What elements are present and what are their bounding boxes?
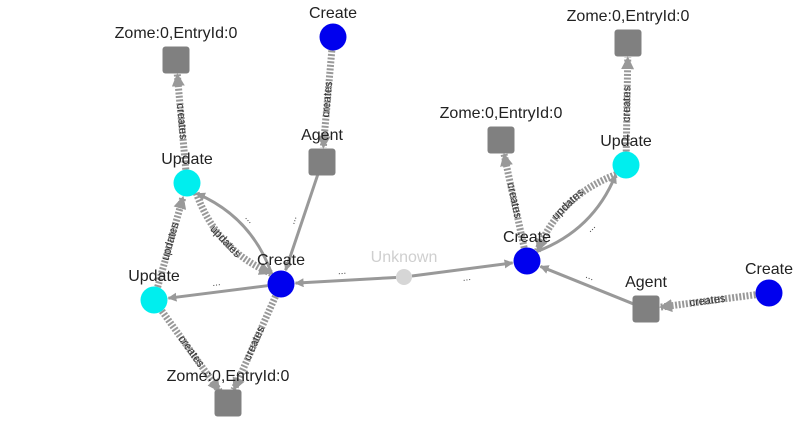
node-agent_right[interactable]: Agent xyxy=(625,274,667,323)
node-zome_top_left[interactable]: Zome:0,EntryId:0 xyxy=(115,25,238,74)
edge-line xyxy=(534,171,618,253)
node-zome_top_right[interactable]: Zome:0,EntryId:0 xyxy=(567,8,690,57)
edge-label: ... xyxy=(584,270,596,283)
edge-label: creates xyxy=(242,324,268,362)
edge-line xyxy=(294,275,397,288)
entry-square-icon xyxy=(487,126,515,154)
edge-line xyxy=(500,152,528,249)
node-update_upper[interactable]: Update xyxy=(161,151,213,197)
edge-label: ... xyxy=(584,221,598,235)
edge-line xyxy=(171,73,190,170)
update-circle-icon xyxy=(612,151,640,179)
node-update_lower[interactable]: Update xyxy=(128,268,180,314)
node-create_top[interactable]: Create xyxy=(309,5,357,51)
node-label: Unknown xyxy=(371,249,438,266)
edge-agent_left-to-create_left[interactable]: ... xyxy=(283,174,320,272)
edge-line xyxy=(154,195,187,288)
edge-label: updates xyxy=(207,223,243,260)
node-update_right[interactable]: Update xyxy=(600,133,652,179)
edges-layer: createscreates...updates...updates...cre… xyxy=(154,50,757,394)
edge-create_left-to-update_lower[interactable]: ... xyxy=(167,277,268,302)
edge-line xyxy=(230,294,279,392)
node-create_right[interactable]: Create xyxy=(503,229,551,275)
nodes-layer: CreateZome:0,EntryId:0AgentUpdateCreateU… xyxy=(115,5,793,417)
edge-unknown-to-create_left[interactable]: ... xyxy=(294,266,397,288)
edge-update_right-to-zome_top_right[interactable]: creates xyxy=(621,56,635,152)
edge-label: creates xyxy=(504,182,523,220)
edge-label: ... xyxy=(243,212,257,226)
node-label: Agent xyxy=(625,274,667,291)
node-label: Create xyxy=(503,229,551,246)
edge-line xyxy=(539,265,635,306)
node-unknown[interactable]: Unknown xyxy=(371,249,438,285)
entry-square-icon xyxy=(632,295,660,323)
node-label: Update xyxy=(128,268,180,285)
node-label: Create xyxy=(309,5,357,22)
edge-line xyxy=(536,174,617,254)
entry-square-icon xyxy=(614,29,642,57)
edge-label: updates xyxy=(159,221,181,262)
edge-label: creates xyxy=(176,333,207,370)
edge-line xyxy=(621,56,635,152)
edge-update_upper-to-zome_top_left[interactable]: creates xyxy=(171,73,190,170)
edge-label: ... xyxy=(338,266,347,277)
create-circle-icon xyxy=(755,279,783,307)
edge-line xyxy=(192,191,273,277)
edge-label: ... xyxy=(462,272,472,284)
edge-label: ... xyxy=(212,277,222,289)
update-circle-icon xyxy=(140,286,168,314)
node-label: Update xyxy=(161,151,213,168)
node-zome_bottom[interactable]: Zome:0,EntryId:0 xyxy=(167,368,290,417)
edge-label: ... xyxy=(286,214,299,225)
node-label: Update xyxy=(600,133,652,150)
update-circle-icon xyxy=(173,169,201,197)
node-create_left[interactable]: Create xyxy=(257,252,305,298)
node-label: Create xyxy=(745,261,793,278)
create-circle-icon xyxy=(513,247,541,275)
edge-label: creates xyxy=(174,103,189,140)
entry-square-icon xyxy=(214,389,242,417)
node-label: Zome:0,EntryId:0 xyxy=(115,25,238,42)
edge-label: creates xyxy=(320,81,335,118)
create-circle-icon xyxy=(319,23,347,51)
node-agent_left[interactable]: Agent xyxy=(301,127,343,176)
unknown-circle-icon xyxy=(396,269,412,285)
edge-create_far_right-to-agent_right[interactable]: creates xyxy=(659,291,757,313)
edge-label: updates xyxy=(550,186,587,222)
edge-line xyxy=(317,50,336,149)
node-label: Zome:0,EntryId:0 xyxy=(567,8,690,25)
node-label: Zome:0,EntryId:0 xyxy=(440,105,563,122)
edge-line xyxy=(659,291,757,313)
edge-line xyxy=(411,259,514,278)
node-label: Zome:0,EntryId:0 xyxy=(167,368,290,385)
edge-label: creates xyxy=(621,85,634,122)
edge-line xyxy=(283,174,320,272)
entry-square-icon xyxy=(308,148,336,176)
edge-agent_right-to-create_right[interactable]: ... xyxy=(539,265,635,306)
edge-line xyxy=(196,192,274,275)
node-zome_mid_right[interactable]: Zome:0,EntryId:0 xyxy=(440,105,563,154)
edge-label: creates xyxy=(689,293,727,310)
edge-create_top-to-agent_left[interactable]: creates xyxy=(317,50,336,149)
node-label: Create xyxy=(257,252,305,269)
create-circle-icon xyxy=(267,270,295,298)
edge-line xyxy=(167,284,268,302)
node-create_far_right[interactable]: Create xyxy=(745,261,793,307)
edge-unknown-to-create_right[interactable]: ... xyxy=(411,259,514,284)
entry-square-icon xyxy=(162,46,190,74)
node-label: Agent xyxy=(301,127,343,144)
